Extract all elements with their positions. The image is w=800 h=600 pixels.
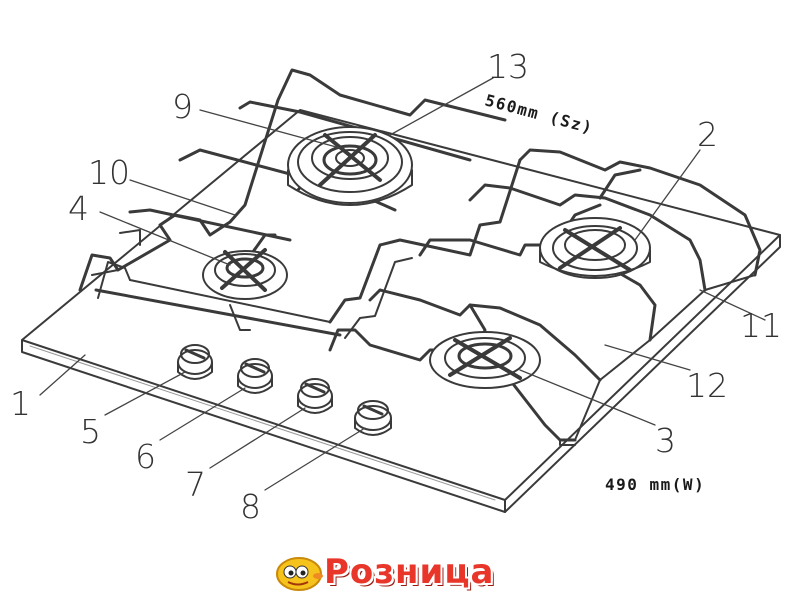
- knob-7: [297, 378, 333, 414]
- callout-3: 3: [655, 421, 676, 460]
- knob-8: [354, 400, 392, 436]
- callout-8: 8: [240, 487, 261, 526]
- leader-lines: [39, 77, 766, 491]
- callout-2: 2: [697, 115, 718, 154]
- burner-left: [202, 248, 288, 300]
- width-dimension-label: 490 mm(W): [605, 475, 705, 494]
- callout-12: 12: [686, 366, 728, 405]
- burner-wok: [287, 126, 413, 206]
- mascot-icon: [276, 557, 323, 591]
- callout-5: 5: [80, 412, 101, 451]
- burner-right: [539, 217, 651, 279]
- callout-6: 6: [135, 437, 156, 476]
- brand-logo: Розница: [272, 548, 532, 596]
- depth-dimension-label: 560mm (Sz): [483, 91, 595, 138]
- burner-front: [429, 331, 541, 389]
- brand-name: Розница: [324, 552, 495, 592]
- callout-1: 1: [10, 384, 31, 423]
- callout-9: 9: [172, 87, 193, 126]
- callout-11: 11: [740, 306, 782, 345]
- knob-6: [237, 358, 273, 394]
- grate-right: [328, 148, 762, 446]
- knob-5: [177, 344, 213, 380]
- callout-10: 10: [88, 153, 130, 192]
- callout-7: 7: [185, 465, 206, 504]
- callout-4: 4: [68, 189, 89, 228]
- callout-13: 13: [487, 47, 529, 86]
